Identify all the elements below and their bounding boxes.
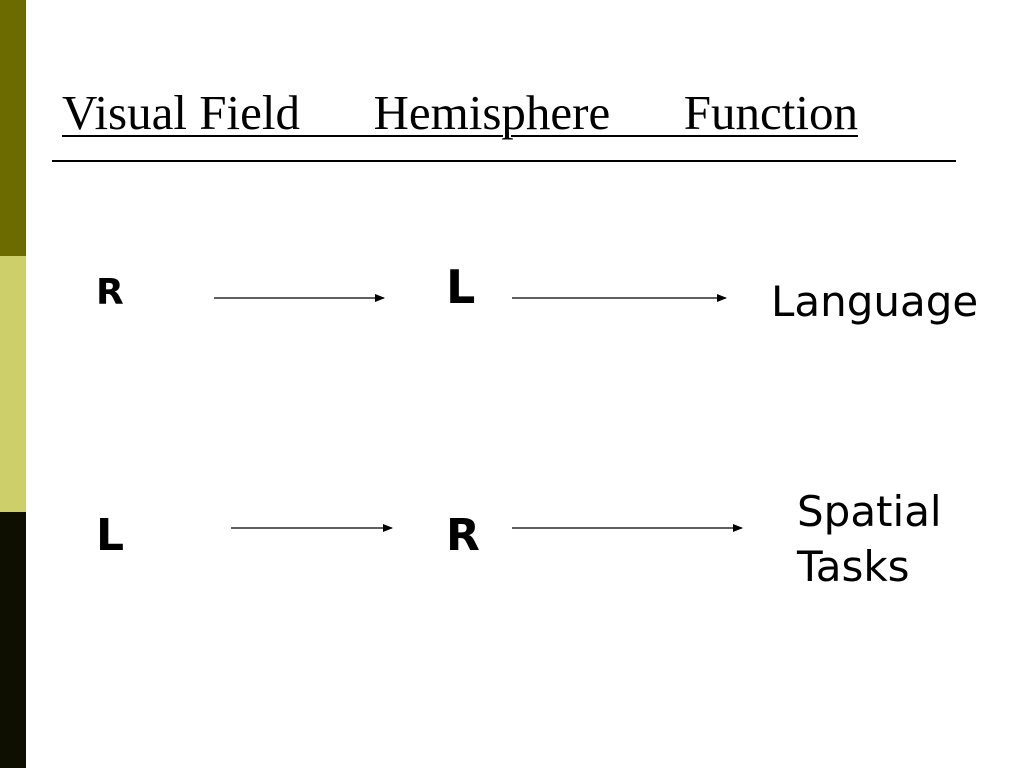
slide-title: Visual Field Hemisphere Function [62, 85, 858, 140]
row1-hemisphere: L [446, 260, 476, 314]
row2-function-line1: Spatial [797, 487, 942, 536]
row2-visual-field: L [96, 510, 125, 561]
side-bar-bottom [0, 512, 26, 768]
side-bar-middle [0, 256, 26, 512]
side-bar-top [0, 0, 26, 256]
row1-function: Language [771, 277, 979, 326]
row2-function-line2: Tasks [797, 542, 910, 591]
row1-visual-field: R [96, 272, 124, 313]
row2-hemisphere: R [446, 510, 480, 561]
title-rule [52, 160, 956, 162]
